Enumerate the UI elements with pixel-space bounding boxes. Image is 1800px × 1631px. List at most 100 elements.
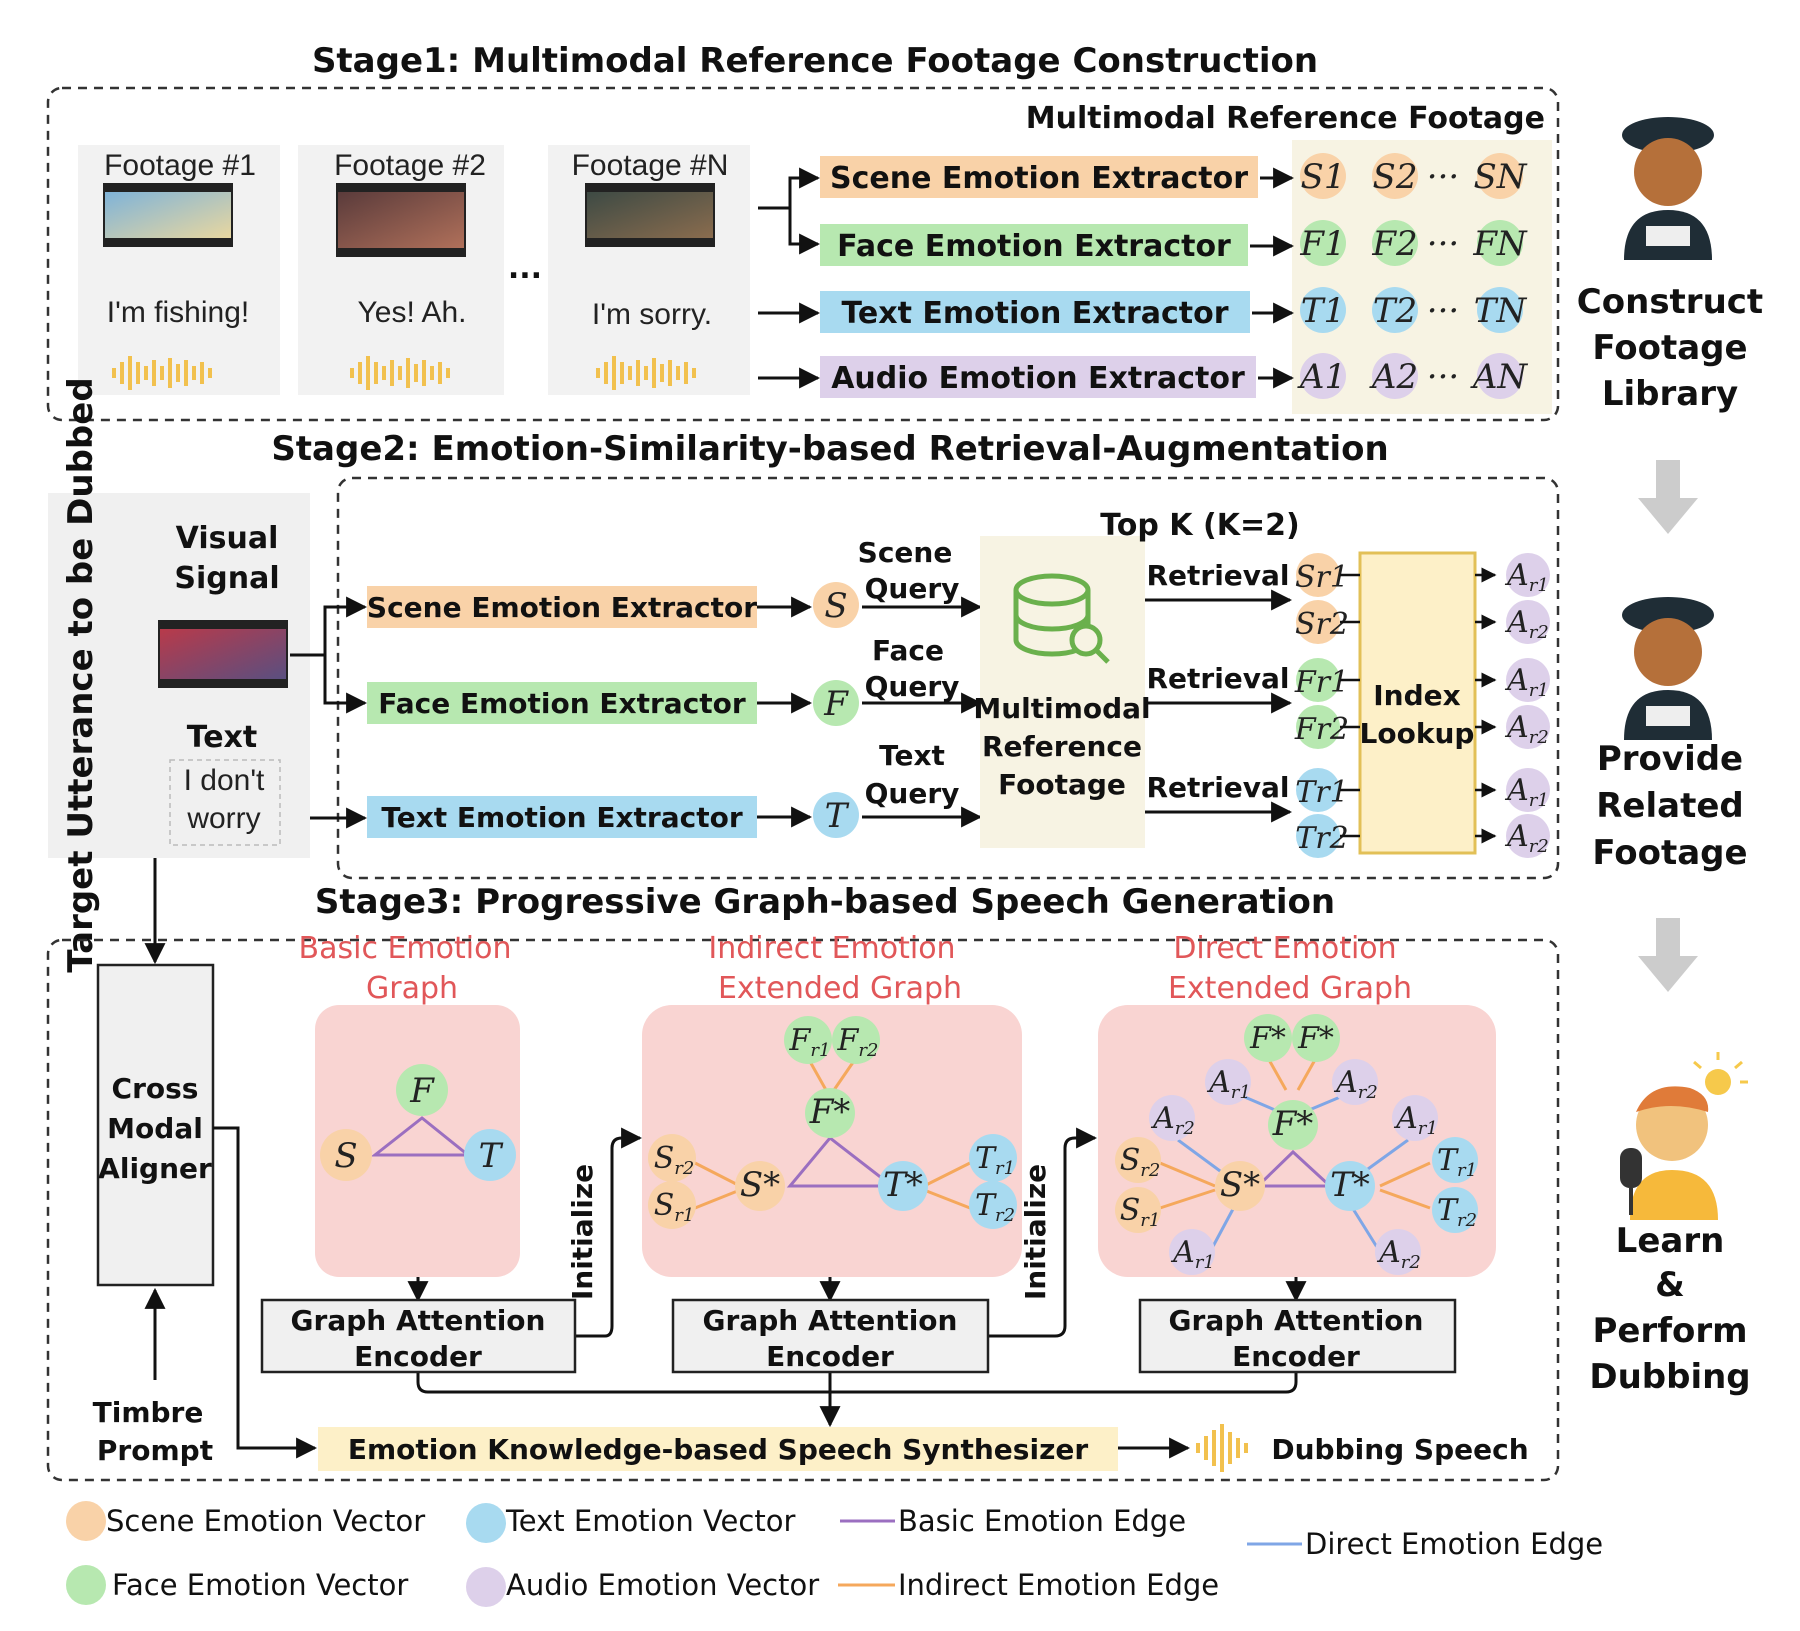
svg-text:AN: AN (1470, 357, 1529, 397)
footage-card-2: Footage #2 Yes! Ah. (298, 145, 504, 395)
dubbing-speech-label: Dubbing Speech (1271, 1433, 1528, 1466)
svg-text:Face Emotion Extractor: Face Emotion Extractor (378, 687, 746, 720)
text-value-line2: worry (186, 802, 260, 835)
footage-text: Yes! Ah. (358, 296, 467, 329)
svg-text:Tr2: Tr2 (1295, 821, 1348, 856)
svg-text:S1: S1 (1301, 157, 1346, 197)
stage3-frame (46, 938, 1560, 1482)
svg-text:Aligner: Aligner (98, 1152, 212, 1185)
retrieval-label: Retrieval (1146, 771, 1289, 804)
graph-title-indirect-line1: Indirect Emotion (708, 931, 955, 966)
svg-text:Ar1: Ar1 (1170, 1235, 1215, 1273)
svg-text:Footage: Footage (998, 768, 1126, 801)
svg-text:Sr1: Sr1 (1295, 560, 1349, 595)
svg-text:Sr2: Sr2 (1295, 607, 1349, 642)
svg-text:T: T (479, 1136, 504, 1176)
svg-text:Graph Attention: Graph Attention (703, 1304, 958, 1337)
svg-text:Graph Attention: Graph Attention (1169, 1304, 1424, 1337)
svg-text:Encoder: Encoder (766, 1340, 894, 1373)
graph-attention-encoder-1: Graph Attention Encoder (260, 1298, 577, 1374)
legend-scene: Scene Emotion Vector (106, 1504, 425, 1538)
legend-face: Face Emotion Vector (112, 1568, 408, 1602)
svg-text:A2: A2 (1369, 357, 1418, 397)
svg-text:Scene Emotion Extractor: Scene Emotion Extractor (367, 591, 757, 624)
legend-indirect-edge: Indirect Emotion Edge (898, 1568, 1219, 1602)
query-vectors: S F T (813, 582, 859, 838)
stage3-title: Stage3: Progressive Graph-based Speech G… (315, 882, 1335, 922)
side-step2-line3: Footage (1592, 833, 1747, 873)
svg-text:Query: Query (865, 777, 960, 810)
film-strip-icon (585, 183, 715, 247)
footage-text: I'm sorry. (592, 298, 712, 331)
stage2-extractor-face: Face Emotion Extractor (367, 682, 757, 724)
svg-text:Ar2: Ar2 (1504, 605, 1549, 643)
database-search-icon (1013, 573, 1110, 664)
svg-text:T*: T* (883, 1165, 923, 1205)
svg-text:S*: S* (740, 1165, 780, 1205)
svg-text:Tr1: Tr1 (1295, 775, 1348, 810)
side-step3-line4: Dubbing (1589, 1357, 1750, 1397)
speech-synthesizer: Emotion Knowledge-based Speech Synthesiz… (318, 1427, 1118, 1471)
text-value-line1: I don't (184, 764, 265, 797)
initialize-label: Initialize (566, 1164, 599, 1300)
footage-card-n: Footage #N I'm sorry. (548, 145, 750, 395)
reference-footage-title: Multimodal Reference Footage (1026, 101, 1545, 136)
svg-text:Face Emotion Extractor: Face Emotion Extractor (837, 229, 1231, 264)
retrieval-label: Retrieval (1146, 559, 1289, 592)
stage2-arrows (144, 589, 1293, 965)
graph-title-basic-line1: Basic Emotion (299, 931, 512, 966)
svg-text:Text Emotion Extractor: Text Emotion Extractor (381, 801, 742, 834)
svg-text:T: T (825, 796, 850, 836)
initialize-label: Initialize (1019, 1164, 1052, 1300)
svg-text:Encoder: Encoder (1232, 1340, 1360, 1373)
index-lookup: Index Lookup (1358, 551, 1477, 855)
retrieval-label: Retrieval (1146, 662, 1289, 695)
stage1-arrows (758, 167, 1295, 389)
svg-text:T2: T2 (1373, 291, 1417, 331)
svg-text:A1: A1 (1297, 357, 1346, 397)
svg-text:F1: F1 (1299, 224, 1345, 264)
svg-text:Reference: Reference (982, 730, 1142, 763)
svg-text:···: ··· (1427, 224, 1459, 264)
svg-text:T*: T* (1330, 1165, 1370, 1205)
svg-text:Fr2: Fr2 (1294, 712, 1349, 747)
topk-label: Top K (K=2) (1100, 508, 1299, 543)
index-arrows (1340, 567, 1497, 844)
svg-text:Scene Emotion Extractor: Scene Emotion Extractor (830, 161, 1248, 196)
stage2-title: Stage2: Emotion-Similarity-based Retriev… (271, 429, 1388, 469)
svg-text:Graph Attention: Graph Attention (291, 1304, 546, 1337)
stage1-vectors: S1 S2 ··· SN F1 F2 ··· FN T1 T2 ··· TN A… (1297, 153, 1528, 399)
svg-text:S: S (334, 1136, 357, 1176)
graph-title-direct-line2: Extended Graph (1168, 971, 1412, 1006)
footage-title: Footage #2 (334, 149, 486, 182)
stage1-title: Stage1: Multimodal Reference Footage Con… (312, 41, 1318, 81)
visual-signal-label-line1: Visual (176, 521, 279, 556)
svg-text:F*: F* (1272, 1104, 1314, 1144)
target-utterance-panel: Target Utterance to be Dubbed Visual Sig… (48, 377, 310, 973)
target-label: Target Utterance to be Dubbed (61, 377, 101, 972)
svg-text:T1: T1 (1301, 291, 1345, 331)
svg-text:FN: FN (1472, 224, 1528, 264)
svg-text:Index: Index (1373, 679, 1460, 712)
svg-text:···: ··· (1427, 357, 1459, 397)
svg-text:···: ··· (1427, 291, 1459, 331)
footage-title: Footage #N (572, 149, 729, 182)
svg-text:Fr1: Fr1 (789, 1023, 831, 1061)
svg-text:S2: S2 (1373, 157, 1418, 197)
legend-text: Text Emotion Vector (505, 1504, 795, 1538)
director-avatar-2 (1622, 597, 1714, 740)
legend-basic-edge: Basic Emotion Edge (898, 1504, 1186, 1538)
svg-text:Cross: Cross (112, 1072, 199, 1105)
footage-card-1: Footage #1 I'm fishing! (78, 145, 280, 395)
side-step1-line1: Construct (1577, 282, 1763, 322)
lightbulb-icon (1693, 1052, 1748, 1095)
waveform-icon (112, 356, 212, 390)
svg-text:Audio Emotion Extractor: Audio Emotion Extractor (831, 361, 1245, 396)
svg-text:Ar2: Ar2 (1504, 710, 1549, 748)
svg-text:Ar1: Ar1 (1504, 773, 1549, 811)
svg-text:Fr1: Fr1 (1294, 665, 1349, 700)
film-strip-icon (336, 183, 466, 257)
svg-text:···: ··· (1427, 157, 1459, 197)
audio-output-vectors: Ar1 Ar2 Ar1 Ar2 Ar1 Ar2 (1504, 553, 1550, 858)
